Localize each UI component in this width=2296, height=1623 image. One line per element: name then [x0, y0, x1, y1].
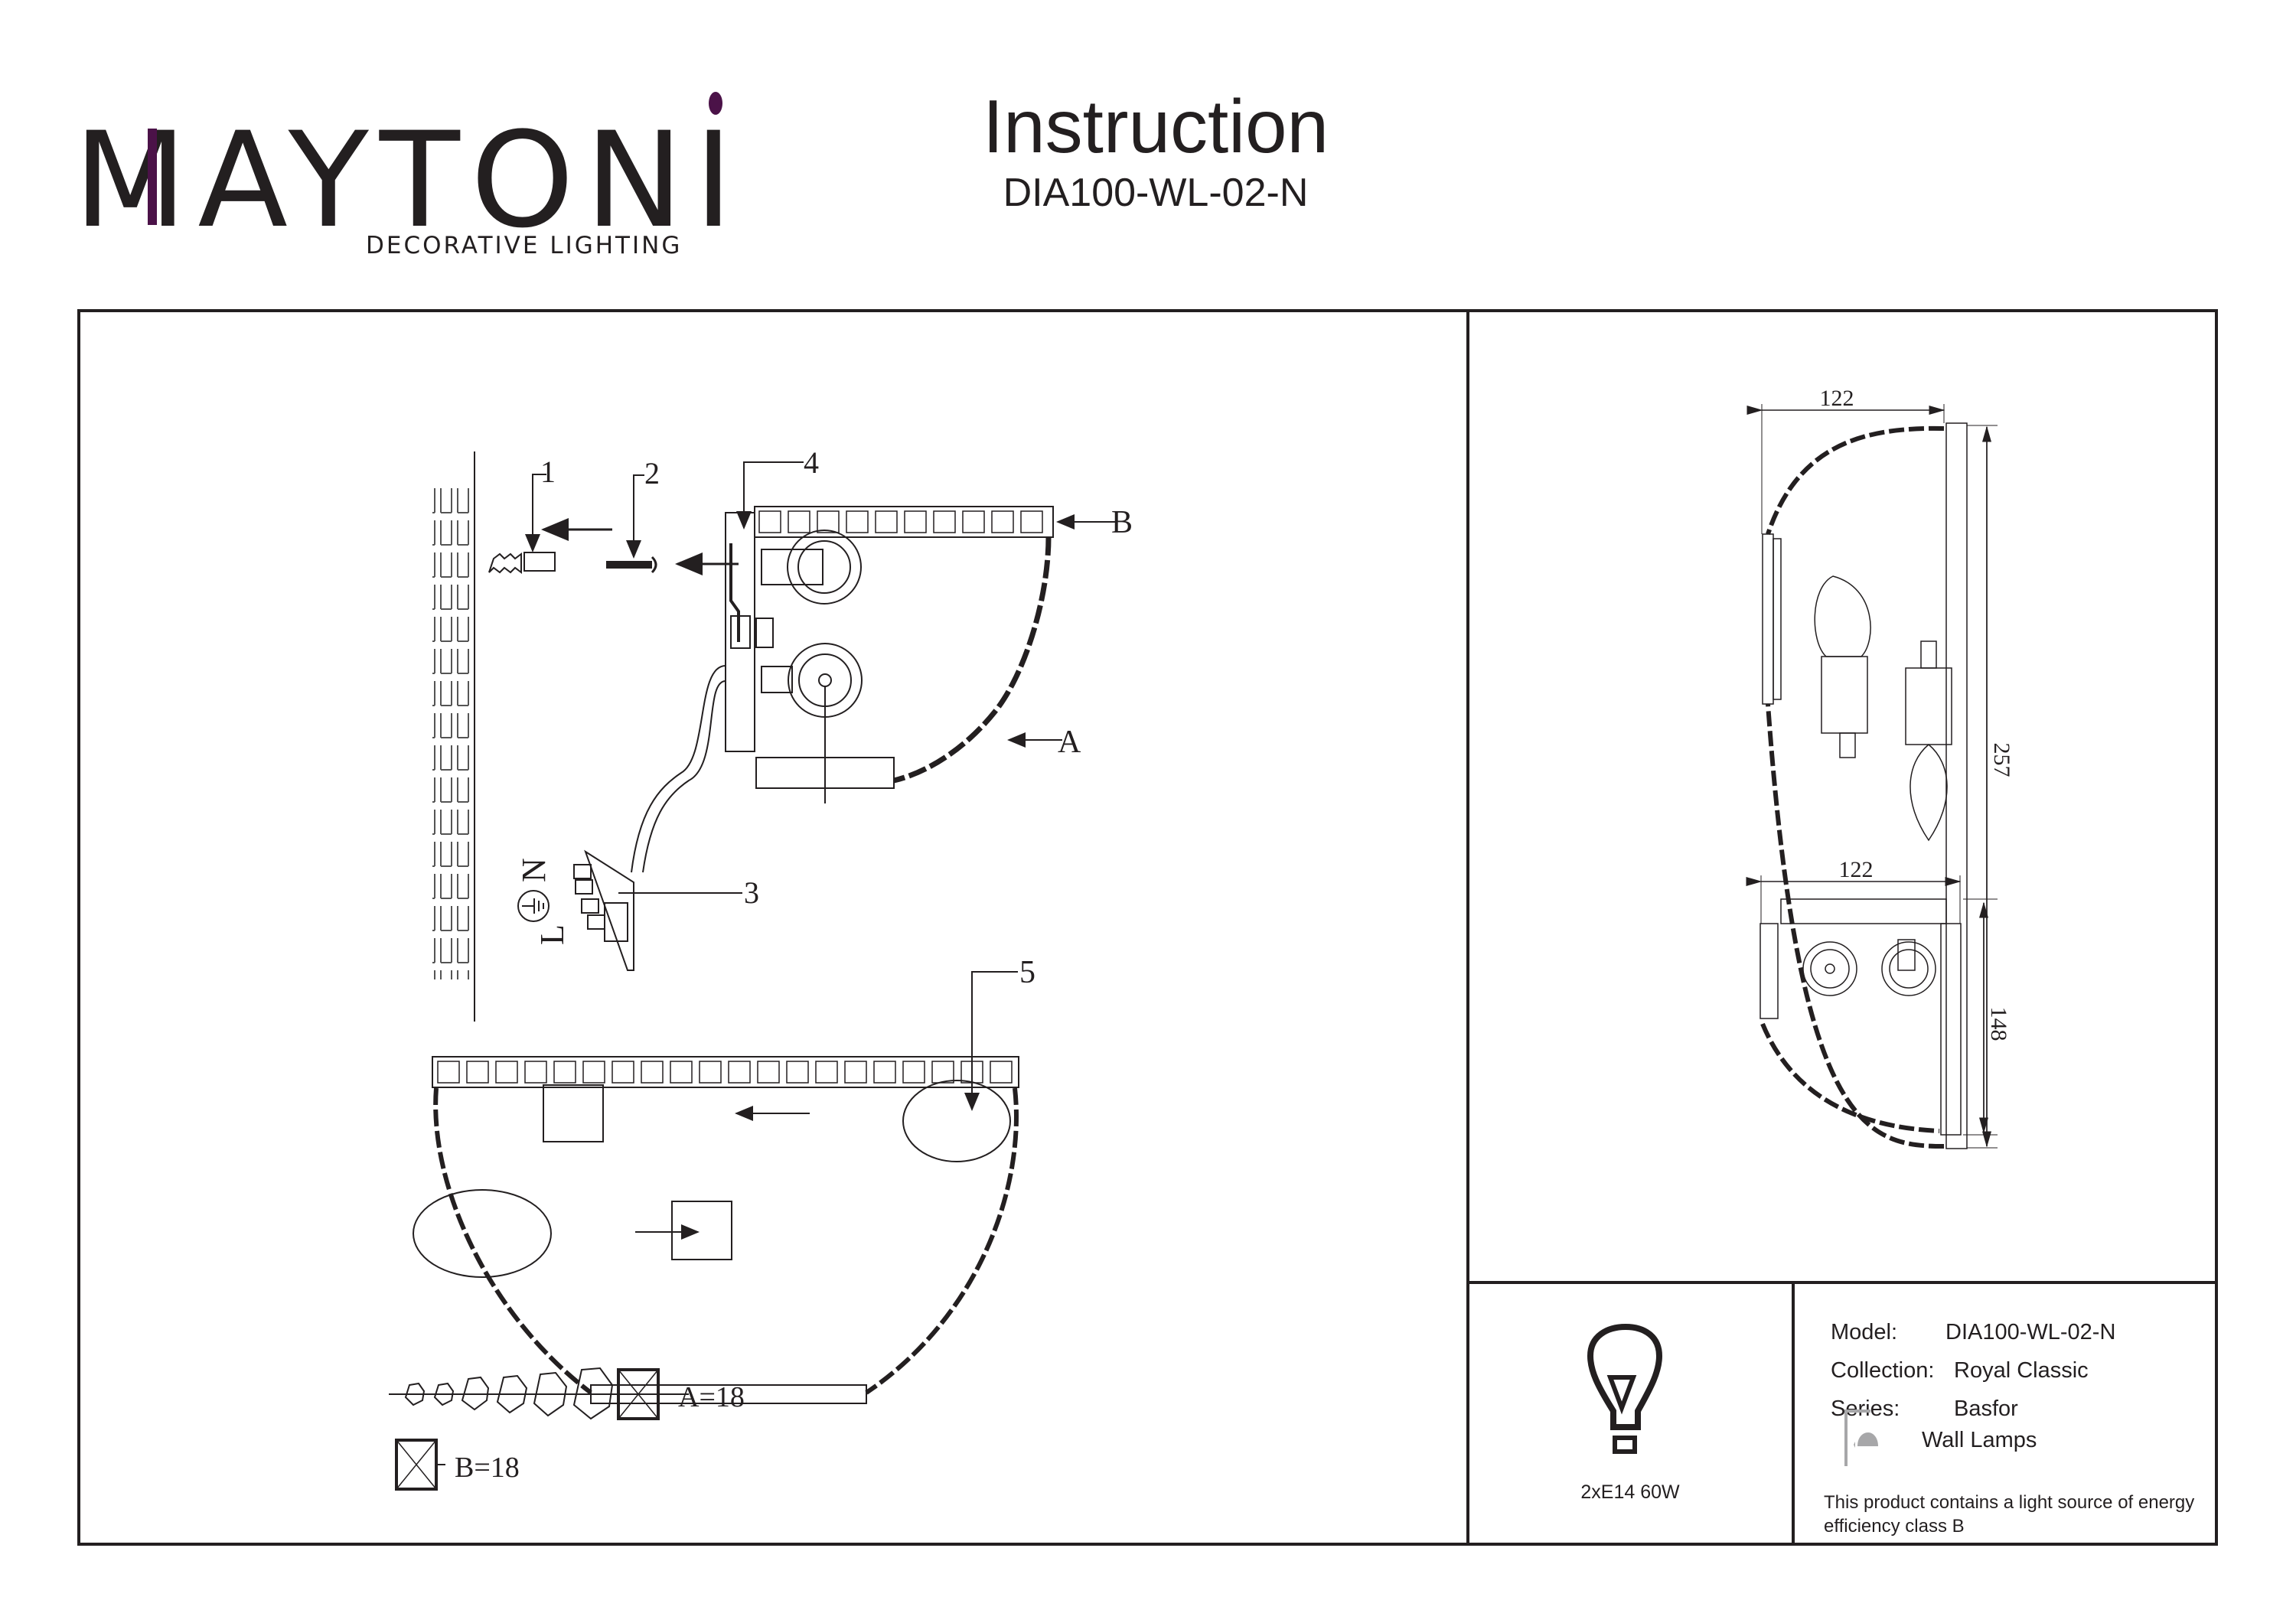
brand-tagline: DECORATIVE LIGHTING [366, 232, 683, 259]
component-label-a: A [1058, 725, 1081, 760]
crystal-strand-a-icon [389, 1367, 689, 1420]
socket-upper [761, 530, 862, 605]
model-code: DIA100-WL-02-N [1003, 171, 1309, 215]
socket-holder-upper [543, 1084, 604, 1142]
light-bulb-icon [1587, 1323, 1663, 1454]
crystal-bar-long [432, 1056, 1019, 1088]
collection-value: Royal Classic [1954, 1358, 2089, 1383]
front-width-dim: 122 [1820, 386, 1854, 411]
category-value: Wall Lamps [1922, 1428, 2037, 1452]
part-label-3: 3 [744, 875, 759, 910]
candle-bulb-upper [902, 1080, 1011, 1162]
series-label: Series: [1831, 1396, 1900, 1421]
side-depth-dim: 148 [1986, 1007, 2011, 1041]
wall-icon [432, 451, 475, 1022]
part-label-2: 2 [644, 456, 660, 490]
brand-name: MAYTONI [73, 103, 744, 257]
model-label: Model: [1831, 1320, 1898, 1344]
assembly-diagram: 1 2 4 B A [389, 445, 1133, 1491]
page-title: Instruction [982, 84, 1329, 168]
brand-logo: MAYTONI [73, 92, 744, 246]
frame-divider-horizontal [1466, 1281, 2218, 1284]
energy-efficiency-note: This product contains a light source of … [1824, 1492, 2195, 1537]
model-value: DIA100-WL-02-N [1945, 1320, 2116, 1344]
frame-divider-vertical [1466, 309, 1469, 1546]
part-label-4: 4 [804, 445, 819, 480]
drawing-frame [77, 309, 2218, 1546]
front-view-drawing [1762, 422, 1968, 1149]
crystal-square-b-icon [395, 1439, 445, 1491]
collection-label: Collection: [1831, 1358, 1935, 1383]
socket-lower [761, 643, 863, 803]
screw-icon [606, 556, 657, 574]
side-view-drawing [1760, 898, 1962, 1136]
candle-bulb-lower [413, 1189, 552, 1278]
terminal-live: L [533, 924, 571, 945]
wall-plug-icon [488, 552, 556, 574]
crystal-b-count: B=18 [455, 1452, 520, 1484]
front-height-dim: 257 [1989, 743, 2014, 777]
side-width-dim: 122 [1839, 857, 1874, 882]
terminal-neutral: N [515, 858, 553, 882]
bulb-spec: 2xE14 60W [1580, 1481, 1680, 1503]
logo-accent-dot [708, 92, 722, 115]
spec-divider [1792, 1281, 1795, 1546]
socket-holder-lower [671, 1201, 732, 1260]
crystal-bar-top [754, 506, 1054, 538]
part-label-1: 1 [540, 455, 556, 489]
terminal-block [573, 849, 634, 971]
crystal-a-count: A=18 [678, 1381, 745, 1413]
ground-symbol-icon [517, 890, 550, 922]
wall-lamp-icon [1844, 1410, 1878, 1466]
dimension-drawings: 122 257 122 148 [1746, 386, 2014, 1149]
part-label-5: 5 [1019, 955, 1035, 990]
crystal-square-a-icon [617, 1368, 660, 1420]
logo-accent-bar [148, 129, 157, 225]
series-value: Basfor [1954, 1396, 2018, 1421]
component-label-b: B [1111, 505, 1133, 540]
